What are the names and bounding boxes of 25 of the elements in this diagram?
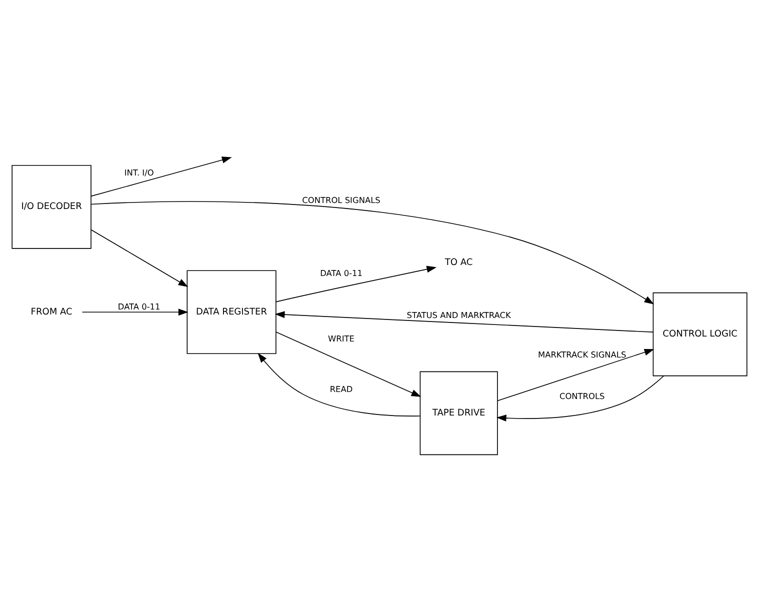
edge-label: DATA 0-11: [320, 267, 362, 278]
node-text: FROM AC: [30, 306, 72, 317]
arrow: [276, 331, 422, 396]
edge-label: CONTROLS: [559, 390, 605, 401]
node-box: I/O DECODER: [12, 164, 92, 248]
arrow: [90, 200, 654, 304]
arrow: [496, 374, 664, 421]
node-box: DATA REGISTER: [186, 270, 276, 354]
edge-label: MARKTRACK SIGNALS: [538, 348, 626, 359]
node-text: TO AC: [444, 258, 473, 268]
edge-label: CONTROL SIGNALS: [302, 194, 380, 204]
arrow: [274, 310, 654, 332]
arrow: [258, 352, 420, 416]
edge-label: STATUS AND MARKTRACK: [406, 309, 511, 320]
arrow: [497, 348, 654, 401]
edge-label: DATA 0-11: [118, 301, 160, 312]
node-box: TAPE DRIVE: [420, 370, 498, 455]
edge-label: INT. I/O: [124, 167, 154, 178]
arrow: [276, 265, 437, 302]
edge-label: WRITE: [328, 333, 354, 344]
arrow: [82, 308, 188, 316]
arrow: [90, 228, 188, 286]
arrow: [90, 156, 232, 196]
edge-label: READ: [330, 383, 353, 394]
node-box: CONTROL LOGIC: [652, 292, 748, 376]
